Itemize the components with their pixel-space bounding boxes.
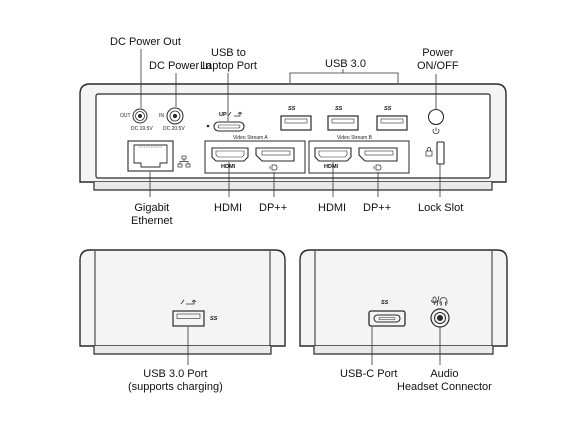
lock-icon (425, 147, 433, 157)
video-stream-a-box (204, 140, 306, 174)
hdmi-a-panel-label: HDMI (221, 164, 236, 170)
usb3-port-3 (376, 115, 408, 131)
dp-icon-a (269, 164, 278, 171)
dock-front-view (79, 249, 286, 355)
ethernet-port (127, 140, 174, 172)
power-button (427, 108, 445, 126)
label-dc-power-out: DC Power Out (110, 36, 181, 48)
ss-usb-icon-1: SS (288, 106, 296, 112)
rear-panel (95, 93, 491, 179)
headset-mic-icon (431, 295, 448, 307)
dp-icon-b (373, 164, 382, 171)
dc-in-voltage: DC 20.5V (163, 126, 185, 132)
up-indicator-dot (206, 124, 210, 128)
usb-c-laptop-port (213, 121, 245, 132)
dc-out-voltage: DC 19.5V (131, 126, 153, 132)
label-hdmi-a: HDMI (214, 202, 243, 214)
callout-lines-side (371, 327, 441, 365)
network-icon (177, 155, 191, 168)
laptop-arrow-icon (227, 111, 243, 117)
usb3-port-2 (327, 115, 359, 131)
dc-in-jack (166, 107, 184, 125)
power-icon (432, 127, 440, 134)
label-hdmi-b: HDMI (318, 202, 347, 214)
video-stream-b-label: Video Stream B (337, 135, 372, 141)
callout-lines-top (140, 49, 441, 197)
side-usb-c-port (368, 310, 406, 327)
hdmi-port-b (314, 147, 352, 162)
dc-in-label: IN (159, 113, 164, 119)
charging-arrow-icon (180, 299, 197, 305)
ss-usb-icon-2: SS (335, 106, 343, 112)
label-dp-b: DP++ (363, 202, 392, 214)
front-body-outline (79, 249, 286, 347)
label-dp-a: DP++ (259, 202, 288, 214)
hdmi-port-a (211, 147, 249, 162)
label-lock-slot: Lock Slot (418, 202, 464, 214)
label-usb30: USB 3.0 (325, 58, 366, 70)
dock-side-view (299, 249, 508, 355)
dc-out-label: OUT (120, 113, 131, 119)
side-body-outline (299, 249, 508, 347)
lock-slot (436, 141, 445, 165)
hdmi-b-panel-label: HDMI (324, 164, 339, 170)
usb3-port-1 (280, 115, 312, 131)
up-label: UP (219, 112, 227, 118)
label-front-usb30-port: USB 3.0 Port(supports charging) (128, 368, 223, 393)
ss-usb-icon-front: SS (210, 316, 218, 322)
dc-out-jack (132, 108, 148, 124)
label-dc-power-in: DC Power In (149, 60, 212, 72)
displayport-b (358, 147, 398, 162)
label-usb-c-port: USB-C Port (340, 368, 398, 380)
front-usb3-port (172, 310, 205, 327)
video-stream-b-box (308, 140, 410, 174)
video-stream-a-label: Video Stream A (233, 135, 268, 141)
ss-usb-icon-3: SS (384, 106, 392, 112)
ss-usb-icon-side: SS (381, 300, 389, 306)
dock-rear-view (79, 83, 507, 191)
dock-base (93, 182, 493, 191)
displayport-a (255, 147, 295, 162)
